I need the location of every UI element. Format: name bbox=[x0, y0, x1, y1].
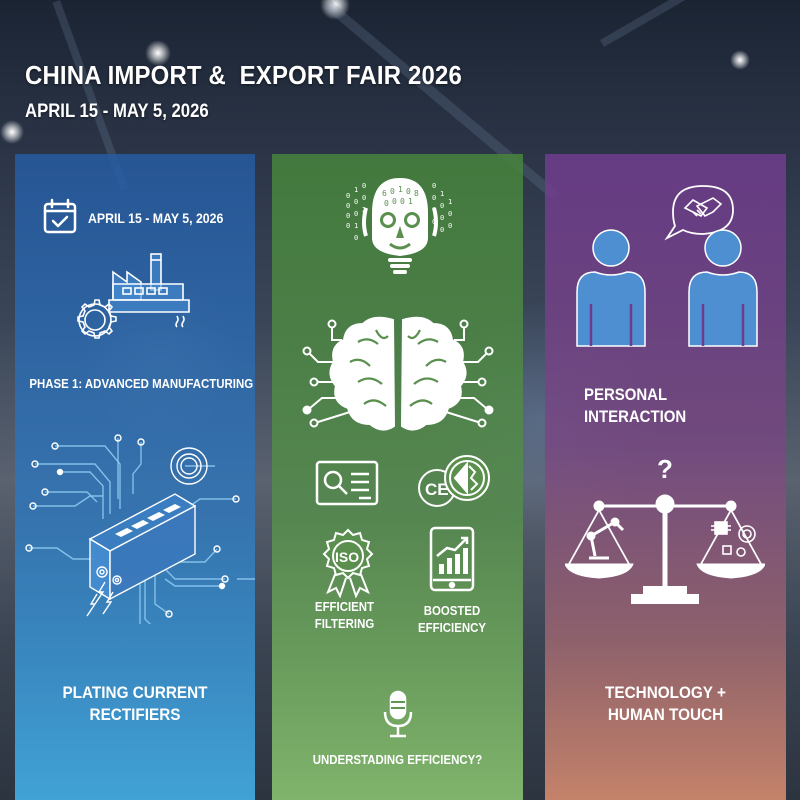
svg-text:0: 0 bbox=[354, 234, 358, 242]
label-line: PERSONAL bbox=[584, 385, 668, 404]
caption-line: PLATING CURRENT bbox=[62, 683, 208, 702]
iso-badge-icon: ISO bbox=[318, 528, 378, 598]
tablet-growth-chart-icon bbox=[429, 526, 475, 592]
svg-text:ISO: ISO bbox=[335, 549, 359, 565]
svg-text:1: 1 bbox=[354, 186, 358, 194]
svg-text:0: 0 bbox=[362, 194, 366, 202]
svg-text:1: 1 bbox=[408, 197, 413, 206]
calendar-check-icon bbox=[43, 198, 77, 234]
page-header: CHINA IMPORT & EXPORT FAIR 2026 APRIL 15… bbox=[25, 60, 500, 123]
svg-text:CE: CE bbox=[425, 480, 449, 499]
factory-gear-icon bbox=[65, 250, 205, 350]
svg-text:0: 0 bbox=[440, 214, 444, 222]
microphone-icon bbox=[382, 690, 414, 740]
caption-line: TECHNOLOGY + bbox=[605, 683, 726, 702]
ceiling-light bbox=[320, 0, 350, 20]
caption-line: RECTIFIERS bbox=[89, 705, 181, 724]
svg-text:0: 0 bbox=[432, 194, 436, 202]
feature-line: BOOSTED bbox=[423, 603, 481, 618]
svg-text:0: 0 bbox=[440, 226, 444, 234]
svg-text:0: 0 bbox=[406, 187, 411, 196]
svg-text:0: 0 bbox=[354, 210, 358, 218]
svg-text:0: 0 bbox=[354, 198, 358, 206]
caption-line: HUMAN TOUCH bbox=[607, 705, 724, 724]
svg-text:0: 0 bbox=[346, 202, 350, 210]
personal-interaction-label: PERSONAL INTERACTION bbox=[584, 384, 686, 428]
panel-caption: PLATING CURRENT RECTIFIERS bbox=[27, 682, 243, 726]
phase-label: PHASE 1: ADVANCED MANUFACTURING bbox=[29, 376, 254, 391]
robot-arm-icon bbox=[586, 517, 625, 560]
event-dates: APRIL 15 - MAY 5, 2026 bbox=[25, 101, 209, 122]
panel-date: APRIL 15 - MAY 5, 2026 bbox=[88, 210, 224, 226]
chip-gears-icon bbox=[711, 521, 756, 557]
ceiling-light bbox=[730, 50, 750, 70]
ceiling-light bbox=[0, 120, 24, 144]
feature-efficient-filtering: EFFICIENT FILTERING bbox=[298, 598, 390, 632]
svg-text:1: 1 bbox=[448, 198, 452, 206]
svg-text:0: 0 bbox=[432, 182, 436, 190]
label-line: INTERACTION bbox=[584, 407, 687, 426]
circuit-brain-icon bbox=[298, 312, 498, 442]
feature-boosted-efficiency: BOOSTED EFFICIENCY bbox=[404, 602, 501, 636]
ceiling-beam bbox=[600, 0, 795, 47]
efficiency-question: UNDERSTADING EFFICIENCY? bbox=[312, 752, 483, 767]
search-document-icon bbox=[315, 460, 379, 506]
svg-text:0: 0 bbox=[392, 197, 397, 206]
svg-text:0: 0 bbox=[346, 212, 350, 220]
panel-human-interaction: PERSONAL INTERACTION ? bbox=[545, 154, 786, 800]
power-rectifier-circuit-icon bbox=[15, 424, 255, 624]
svg-text:0: 0 bbox=[346, 192, 350, 200]
svg-text:0: 0 bbox=[440, 202, 444, 210]
svg-text:6: 6 bbox=[382, 189, 387, 198]
people-handshake-icon bbox=[573, 182, 763, 352]
panel-caption: TECHNOLOGY + HUMAN TOUCH bbox=[557, 682, 774, 726]
svg-text:0: 0 bbox=[346, 222, 350, 230]
panel-manufacturing: APRIL 15 - MAY 5, 2026 PHASE 1: ADVANCED… bbox=[15, 154, 255, 800]
svg-text:1: 1 bbox=[398, 185, 403, 194]
feature-line: FILTERING bbox=[314, 616, 375, 631]
feature-line: EFFICIENT bbox=[314, 599, 375, 614]
feature-line: EFFICIENCY bbox=[417, 620, 487, 635]
svg-text:0: 0 bbox=[362, 182, 366, 190]
balance-scale-icon bbox=[565, 490, 765, 620]
svg-text:0: 0 bbox=[400, 197, 405, 206]
svg-text:8: 8 bbox=[414, 189, 419, 198]
ce-certification-icon: CE bbox=[415, 454, 495, 510]
svg-text:0: 0 bbox=[390, 187, 395, 196]
svg-text:1: 1 bbox=[354, 222, 358, 230]
ceiling-light bbox=[145, 40, 171, 66]
svg-text:0: 0 bbox=[384, 199, 389, 208]
svg-text:0: 0 bbox=[448, 222, 452, 230]
svg-text:1: 1 bbox=[440, 190, 444, 198]
page-title: CHINA IMPORT & EXPORT FAIR 2026 bbox=[25, 60, 462, 90]
question-mark: ? bbox=[657, 454, 673, 484]
svg-text:0: 0 bbox=[448, 210, 452, 218]
